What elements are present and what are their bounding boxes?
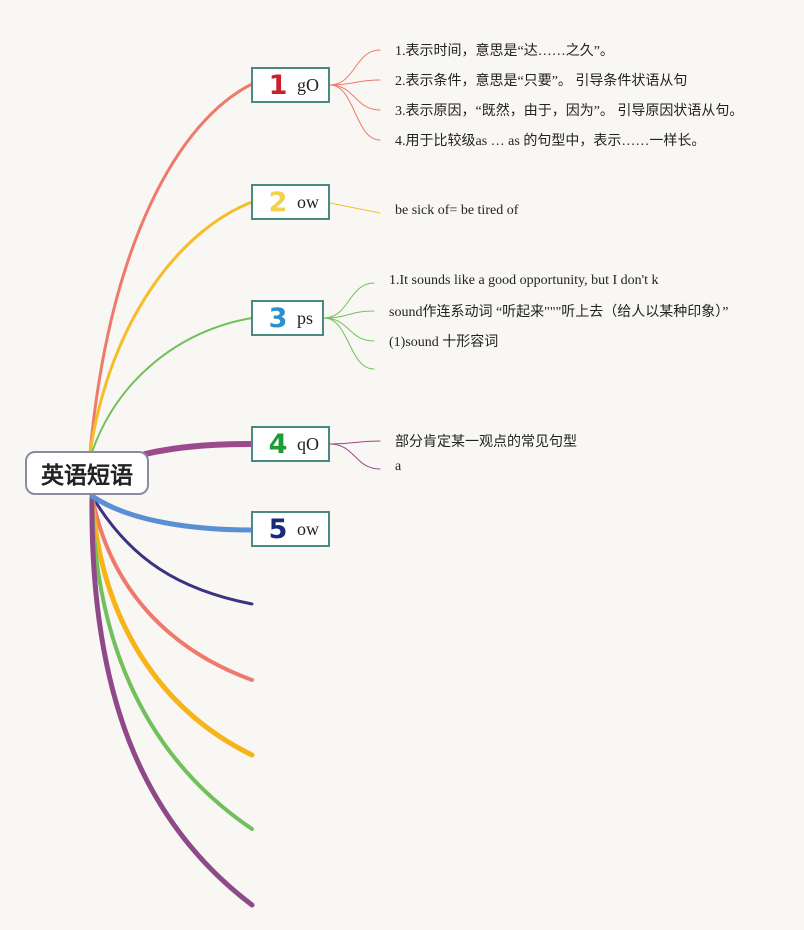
- leaf-connector-line: [329, 84, 381, 141]
- leaf-text[interactable]: a: [395, 459, 402, 474]
- leaf-text[interactable]: 3.表示原因，“既然，由于，因为”。 引导原因状语从句。: [395, 104, 744, 119]
- topic-label: ps: [297, 307, 314, 328]
- topic-node-3[interactable]: 3 ps: [251, 300, 324, 336]
- root-node[interactable]: 英语短语: [25, 451, 149, 495]
- topic-number: 2: [268, 186, 288, 218]
- leaf-connector-line: [329, 202, 381, 214]
- topic-branch-line: [142, 441, 255, 457]
- leaf-connector-line: [323, 282, 375, 319]
- leaf-connector-line: [329, 49, 381, 86]
- topic-number: 5: [268, 513, 288, 545]
- leaf-text[interactable]: be sick of= be tired of: [395, 203, 519, 218]
- empty-branch-line: [90, 494, 254, 606]
- leaf-text[interactable]: 部分肯定某一观点的常见句型: [395, 435, 577, 450]
- topic-node-4[interactable]: 4 qO: [251, 426, 330, 462]
- leaf-text[interactable]: 1.表示时间，意思是“达……之久”。: [395, 44, 614, 59]
- topic-branch-line: [89, 317, 253, 459]
- topic-label: gO: [297, 74, 319, 95]
- leaf-connector-line: [329, 79, 381, 86]
- empty-branch-line: [89, 493, 255, 908]
- leaf-connector-line: [329, 84, 381, 111]
- leaf-connector-line: [329, 440, 381, 445]
- topic-label: ow: [297, 191, 319, 212]
- leaf-text[interactable]: 1.It sounds like a good opportunity, but…: [389, 273, 659, 288]
- leaf-text[interactable]: (1)sound 十形容词: [389, 335, 499, 350]
- root-label: 英语短语: [41, 463, 133, 489]
- empty-branch-line: [89, 493, 255, 758]
- topic-node-5[interactable]: 5 ow: [251, 511, 330, 547]
- leaf-text[interactable]: sound作连系动词 “听起来"""听上去（给人以某种印象）”: [389, 305, 729, 320]
- topic-number: 4: [268, 428, 288, 460]
- topic-label: ow: [297, 518, 319, 539]
- leaf-connector-line: [323, 317, 375, 370]
- topic-node-1[interactable]: 1 gO: [251, 67, 330, 103]
- topic-number: 1: [268, 69, 288, 101]
- leaf-text[interactable]: 2.表示条件，意思是“只要”。 引导条件状语从句: [395, 74, 688, 89]
- leaf-connector-line: [329, 443, 381, 470]
- leaf-connector-line: [323, 317, 375, 342]
- topic-label: qO: [297, 433, 319, 454]
- empty-branch-line: [90, 494, 254, 831]
- leaf-text[interactable]: 4.用于比较级as … as 的句型中，表示……一样长。: [395, 134, 706, 149]
- topic-number: 3: [268, 302, 288, 334]
- topic-node-2[interactable]: 2 ow: [251, 184, 330, 220]
- leaf-connector-line: [323, 310, 375, 319]
- empty-branch-line: [90, 494, 254, 682]
- topic-branch-line: [89, 493, 255, 533]
- topic-branch-line: [88, 200, 254, 455]
- topic-branch-line: [88, 82, 254, 455]
